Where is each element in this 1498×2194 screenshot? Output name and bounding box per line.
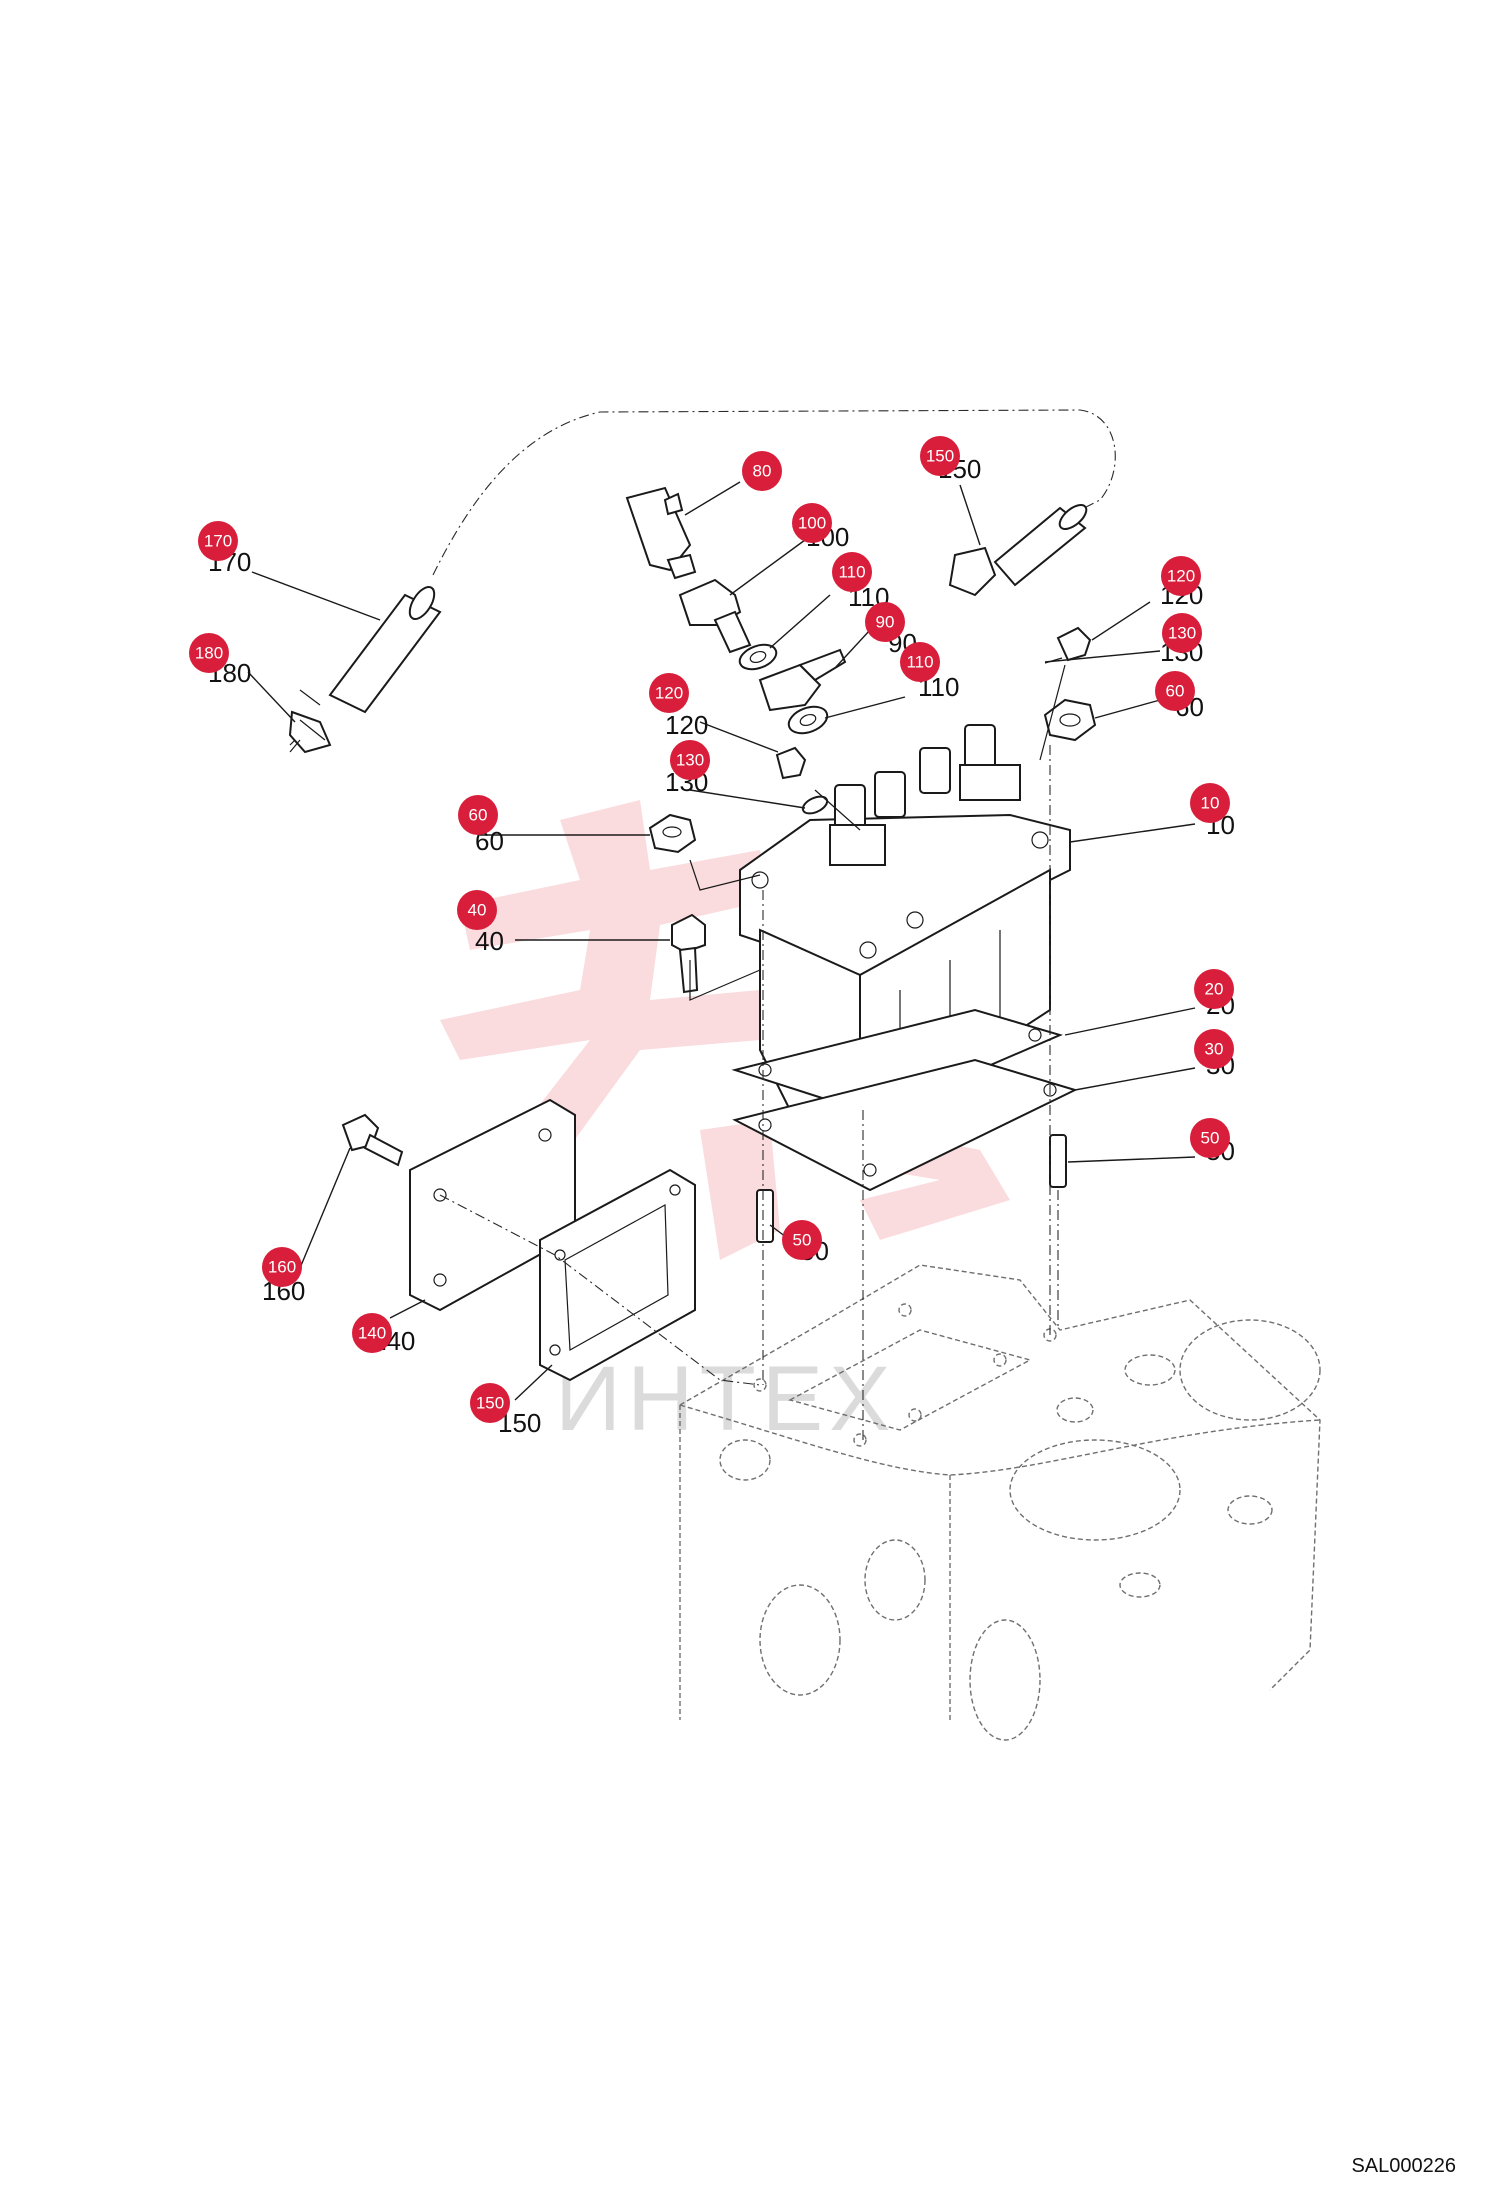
callout-badge-number: 60 [469, 806, 488, 825]
callout-label: 40 [475, 926, 504, 956]
callout-badge-number: 130 [676, 751, 704, 770]
callouts: 80 150 100 170 110 120 90 130 180 110 60… [189, 436, 1235, 1438]
callout-badge-90[interactable]: 90 [865, 602, 905, 642]
callout-badge-50[interactable]: 50 [1190, 1118, 1230, 1158]
callout-badge-number: 50 [793, 1231, 812, 1250]
stud-50-right [1049, 1134, 1067, 1188]
callout-badge-60[interactable]: 60 [1155, 671, 1195, 711]
bolt-160 [341, 1113, 404, 1167]
hose-150 [948, 504, 1088, 597]
gasket-150 [539, 1168, 696, 1382]
nut-60-left [648, 813, 697, 854]
callout-badge-100[interactable]: 100 [792, 503, 832, 543]
assembly-center-lines [439, 664, 1066, 1440]
callout-badge-120[interactable]: 120 [649, 673, 689, 713]
callout-badge-number: 150 [476, 1394, 504, 1413]
callout-badge-number: 120 [1167, 567, 1195, 586]
callout-badge-number: 20 [1205, 980, 1224, 999]
callout-badge-60[interactable]: 60 [458, 795, 498, 835]
callout-badge-140[interactable]: 140 [352, 1313, 392, 1353]
callout-badge-number: 100 [798, 514, 826, 533]
callout-badge-number: 110 [906, 653, 933, 672]
callout-badge-30[interactable]: 30 [1194, 1029, 1234, 1069]
callout-badge-number: 40 [468, 901, 487, 920]
callout-badge-120[interactable]: 120 [1161, 556, 1201, 596]
drawing-code: SAL000226 [1351, 2155, 1456, 2177]
bolt-120-right [1056, 626, 1092, 662]
washer-130-left [801, 795, 829, 815]
callout-badge-80[interactable]: 80 [742, 451, 782, 491]
callout-badge-170[interactable]: 170 [198, 521, 238, 561]
cylinder-block [679, 1264, 1321, 1741]
bolt-40 [671, 913, 706, 994]
callout-badge-number: 60 [1166, 682, 1185, 701]
callout-badge-number: 80 [753, 462, 772, 481]
stud-50-left [756, 1189, 774, 1243]
callout-badge-number: 150 [926, 447, 954, 466]
hose-170 [328, 586, 442, 714]
fitting-80 [625, 486, 697, 580]
callout-badge-180[interactable]: 180 [189, 633, 229, 673]
watermark-text: ИНТЕХ [555, 1348, 897, 1450]
callout-badge-number: 30 [1205, 1040, 1224, 1059]
clamp-180 [288, 710, 332, 754]
callout-badge-number: 130 [1168, 624, 1196, 643]
callout-badge-150[interactable]: 150 [920, 436, 960, 476]
callout-badge-50[interactable]: 50 [782, 1220, 822, 1260]
callout-badge-number: 120 [655, 684, 683, 703]
callout-badge-160[interactable]: 160 [262, 1247, 302, 1287]
callout-badge-130[interactable]: 130 [1162, 613, 1202, 653]
callout-badge-20[interactable]: 20 [1194, 969, 1234, 1009]
leader-lines [247, 481, 1196, 1401]
callout-badge-110[interactable]: 110 [832, 552, 872, 592]
callout-badge-150[interactable]: 150 [470, 1383, 510, 1423]
callout-badge-number: 160 [268, 1258, 296, 1277]
callout-badge-number: 180 [195, 644, 223, 663]
banjo-fitting-90 [758, 648, 847, 712]
washer-110-lower [787, 705, 829, 735]
callout-label: 120 [665, 710, 708, 740]
banjo-bolt-100 [678, 578, 752, 654]
callout-badge-number: 140 [358, 1324, 386, 1343]
callout-badge-number: 50 [1201, 1129, 1220, 1148]
callout-badge-number: 90 [876, 613, 895, 632]
callout-badge-130[interactable]: 130 [670, 740, 710, 780]
washer-110-upper [738, 643, 778, 671]
bolt-120-left [775, 746, 807, 780]
callout-badge-10[interactable]: 10 [1190, 783, 1230, 823]
callout-badge-number: 170 [204, 532, 232, 551]
nut-60-right [1043, 698, 1097, 742]
callout-badge-110[interactable]: 110 [900, 642, 940, 682]
callout-badge-40[interactable]: 40 [457, 890, 497, 930]
callout-badge-number: 10 [1201, 794, 1220, 813]
callout-badge-number: 110 [838, 563, 865, 582]
